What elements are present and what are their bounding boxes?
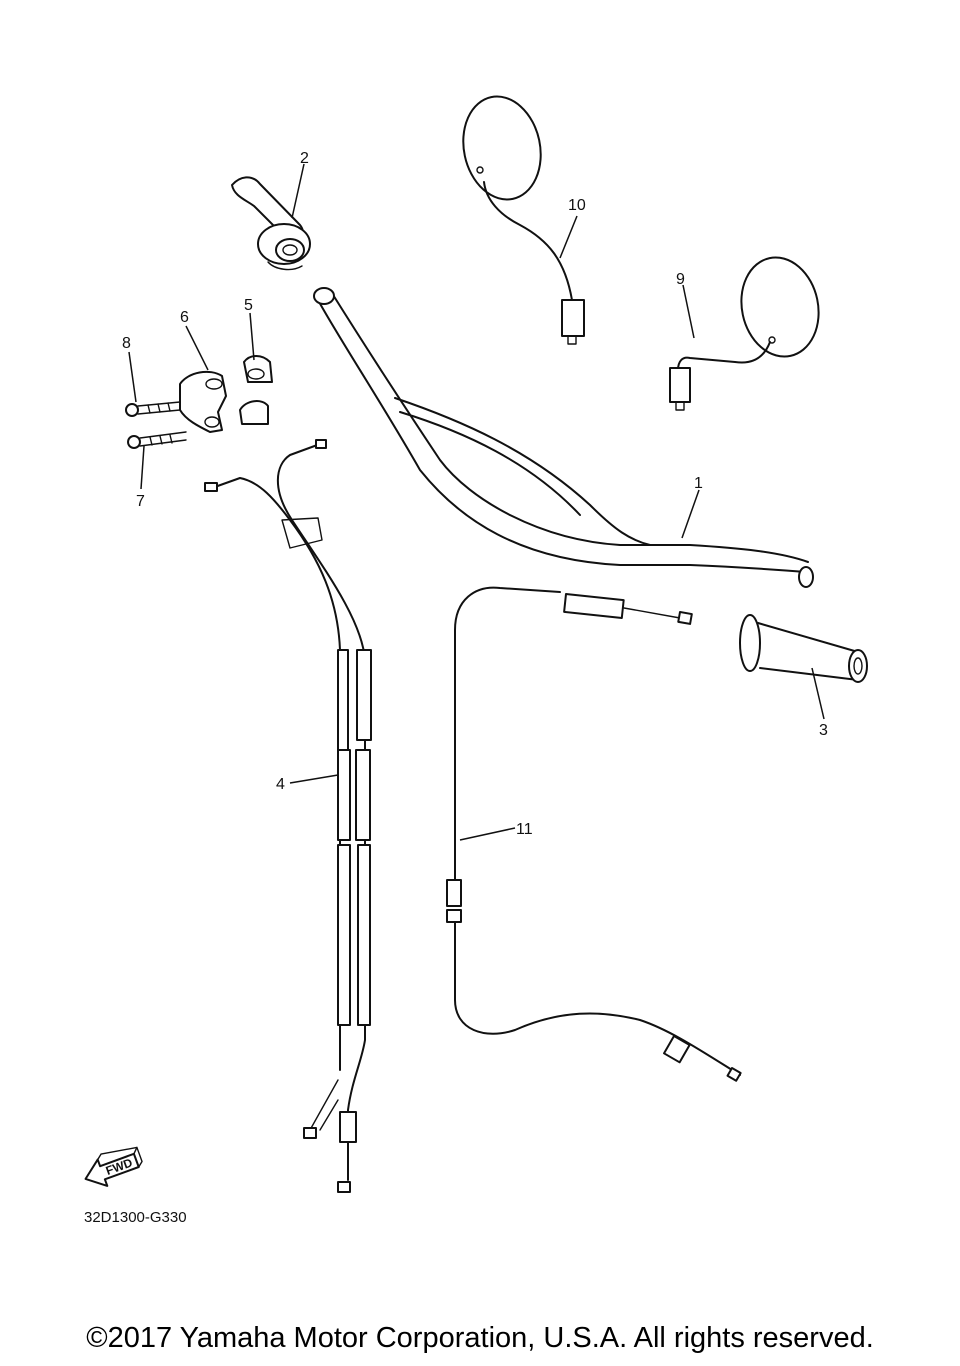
switch-bracket — [239, 355, 273, 425]
callout-4: 4 — [276, 776, 285, 793]
drawing-code: 32D1300-G330 — [84, 1209, 187, 1226]
callout-5: 5 — [244, 297, 253, 314]
right-mirror — [462, 95, 585, 345]
callout-8: 8 — [122, 335, 131, 352]
copyright-notice: ©2017 Yamaha Motor Corporation, U.S.A. A… — [86, 1322, 874, 1354]
screw-upper — [125, 401, 181, 417]
throttle-cables — [204, 439, 372, 1193]
screw-lower — [127, 431, 187, 449]
throttle-grip — [231, 176, 311, 271]
left-mirror — [669, 256, 820, 411]
callout-10: 10 — [568, 197, 586, 214]
clutch-cable — [446, 586, 742, 1082]
switch-housing — [179, 370, 227, 433]
handlebar — [313, 287, 814, 588]
leader-lines — [128, 163, 825, 841]
callout-9: 9 — [676, 271, 685, 288]
callout-2: 2 — [300, 150, 309, 167]
left-grip — [739, 614, 868, 683]
callout-7: 7 — [136, 493, 145, 510]
callout-3: 3 — [819, 722, 828, 739]
callout-6: 6 — [180, 309, 189, 326]
fwd-arrow-icon: FWD — [84, 1146, 143, 1187]
callout-1: 1 — [694, 475, 703, 492]
callout-11: 11 — [516, 821, 533, 838]
